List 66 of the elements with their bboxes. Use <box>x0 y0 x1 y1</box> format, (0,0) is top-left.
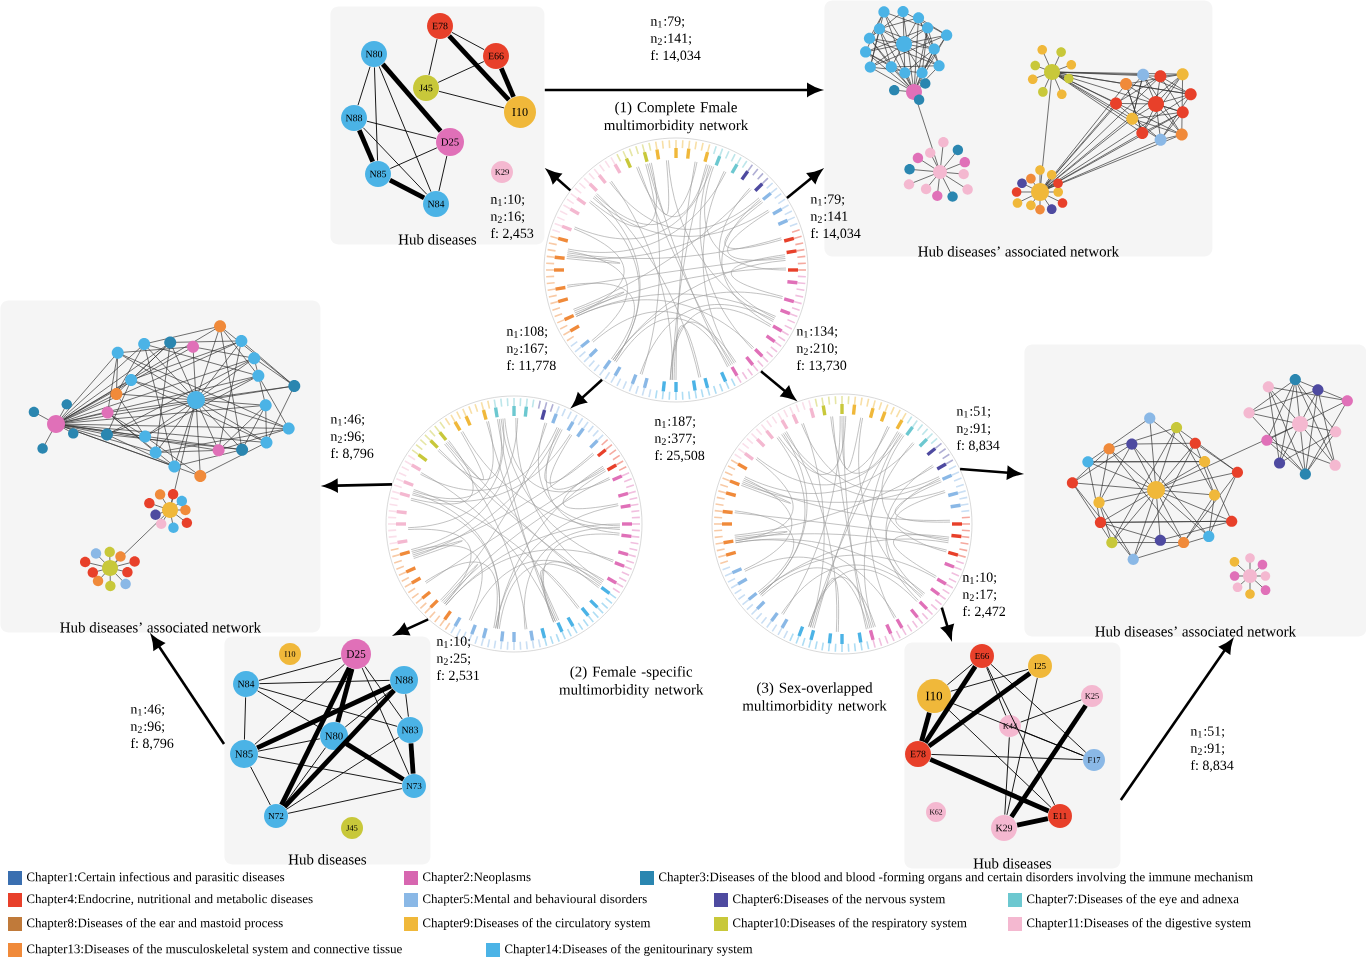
connector-line <box>374 66 378 162</box>
connector-line <box>335 668 355 723</box>
connector-line <box>244 696 247 741</box>
arrow <box>760 370 796 400</box>
arrow <box>940 607 954 639</box>
connector-line <box>388 178 426 200</box>
connector-line <box>929 757 1050 814</box>
connector-line <box>286 736 400 810</box>
connector-line <box>258 687 398 727</box>
connector-line <box>257 756 403 785</box>
connector-line <box>919 712 932 742</box>
connector-line <box>344 688 394 728</box>
connector-line <box>447 34 511 102</box>
connector-line <box>438 90 505 109</box>
arrow <box>572 378 603 407</box>
connector-line <box>380 62 443 133</box>
connector-line <box>258 657 342 681</box>
connector-line <box>927 671 1032 749</box>
connector-line <box>950 668 1029 692</box>
connector-line <box>361 667 410 776</box>
connector-line <box>438 155 448 192</box>
connector-line <box>1004 736 1010 816</box>
connector-line <box>282 688 396 809</box>
connector-line <box>254 663 345 745</box>
connector-line <box>366 120 437 139</box>
connector-line <box>451 31 485 51</box>
connector-line <box>279 666 352 806</box>
connector-line <box>378 65 432 193</box>
connector-line <box>987 666 1056 806</box>
connector-line <box>1009 704 1088 819</box>
connector-line <box>986 667 1007 716</box>
connector-line <box>250 766 271 806</box>
connector-line <box>1020 729 1084 757</box>
connector-line <box>287 788 403 814</box>
connector-line <box>428 38 438 76</box>
connector-line <box>364 666 403 720</box>
connector-line <box>258 679 391 685</box>
arrow <box>394 618 429 636</box>
connector-line <box>357 66 371 106</box>
arrow <box>960 466 1021 480</box>
arrow <box>547 169 572 192</box>
arrow <box>151 635 226 745</box>
connector-line <box>923 665 978 745</box>
arrow <box>544 83 821 97</box>
connector-line <box>930 754 1084 761</box>
arrow <box>1119 639 1233 801</box>
arrow <box>324 479 392 492</box>
connector-line <box>946 707 1052 808</box>
connector-line <box>389 147 438 169</box>
connector-line <box>408 743 416 774</box>
connector-line <box>946 663 973 686</box>
connector-line <box>357 129 375 163</box>
connector-line <box>499 67 516 98</box>
connector-line <box>344 741 405 782</box>
connector-line <box>257 738 321 752</box>
connector-line <box>405 693 409 718</box>
connector-line <box>1006 677 1038 816</box>
connector-line <box>282 747 326 807</box>
arrow <box>786 169 822 199</box>
connector-line <box>990 663 1087 753</box>
connector-line <box>1020 699 1082 723</box>
connector-line <box>257 690 323 730</box>
connector-line <box>1016 816 1049 828</box>
connector-line <box>362 127 428 195</box>
connector-line <box>437 61 485 83</box>
connector-line <box>256 683 392 751</box>
